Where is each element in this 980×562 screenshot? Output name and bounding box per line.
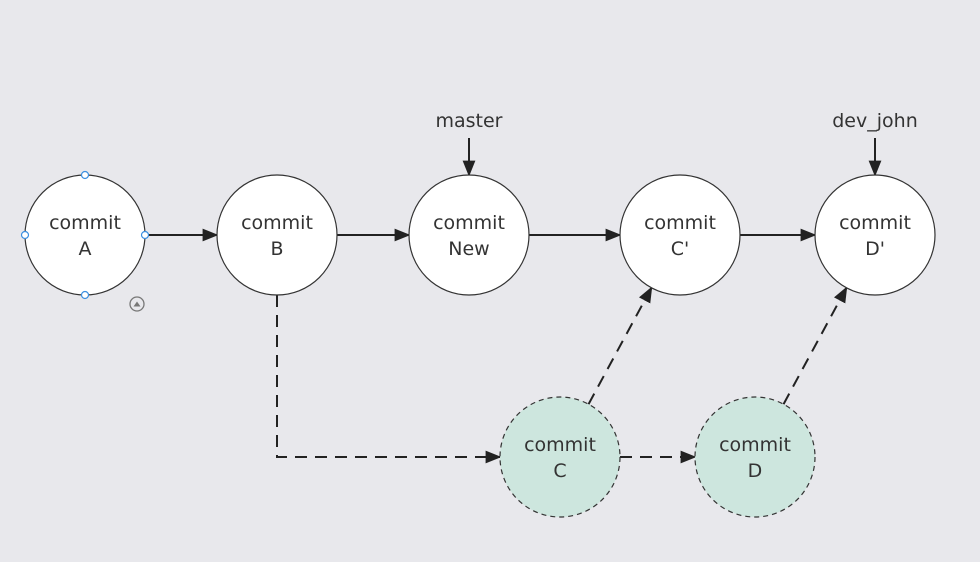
selection-handle-right[interactable]	[140, 230, 150, 240]
commit-label-line2: New	[448, 238, 489, 260]
commit-label-line1: commit	[433, 212, 505, 234]
commit-circle	[408, 174, 530, 296]
selection-handle-top[interactable]	[80, 170, 90, 180]
commit-label-line1: commit	[719, 434, 791, 456]
commit-label-line2: C	[553, 460, 566, 482]
branch-ref-label: master	[435, 110, 502, 132]
commit-label-line1: commit	[241, 212, 313, 234]
commit-circle	[619, 174, 741, 296]
commit-label-line2: D'	[865, 238, 885, 260]
commit-label-line2: D	[748, 460, 763, 482]
selection-handle-bottom[interactable]	[80, 290, 90, 300]
branch-ref-label: dev_john	[832, 110, 917, 132]
edges-layer	[145, 228, 848, 464]
commit-circle	[216, 174, 338, 296]
branch-ref-master[interactable]: master	[435, 110, 503, 177]
selection-layer	[20, 170, 150, 312]
commit-label-line2: B	[270, 238, 283, 260]
selection-handle-left[interactable]	[20, 230, 30, 240]
commit-circle	[24, 174, 146, 296]
nodes-layer: commitAcommitBcommitNewcommitC'commitD'c…	[24, 174, 936, 518]
commit-circle	[499, 396, 621, 518]
rotate-handle-icon[interactable]	[129, 296, 145, 312]
commit-label-line1: commit	[524, 434, 596, 456]
commit-label-line1: commit	[839, 212, 911, 234]
edge-D-to-Dp[interactable]	[782, 286, 848, 405]
commit-label-line2: C'	[671, 238, 690, 260]
edge-C-to-Cp[interactable]	[587, 286, 653, 405]
edge-B-to-C[interactable]	[276, 295, 502, 464]
branch-ref-dev_john[interactable]: dev_john	[832, 110, 918, 177]
commit-label-line2: A	[79, 238, 92, 260]
commit-label-line1: commit	[644, 212, 716, 234]
commit-circle	[694, 396, 816, 518]
refs-layer: master dev_john	[435, 110, 918, 177]
commit-circle	[814, 174, 936, 296]
commit-label-line1: commit	[49, 212, 121, 234]
